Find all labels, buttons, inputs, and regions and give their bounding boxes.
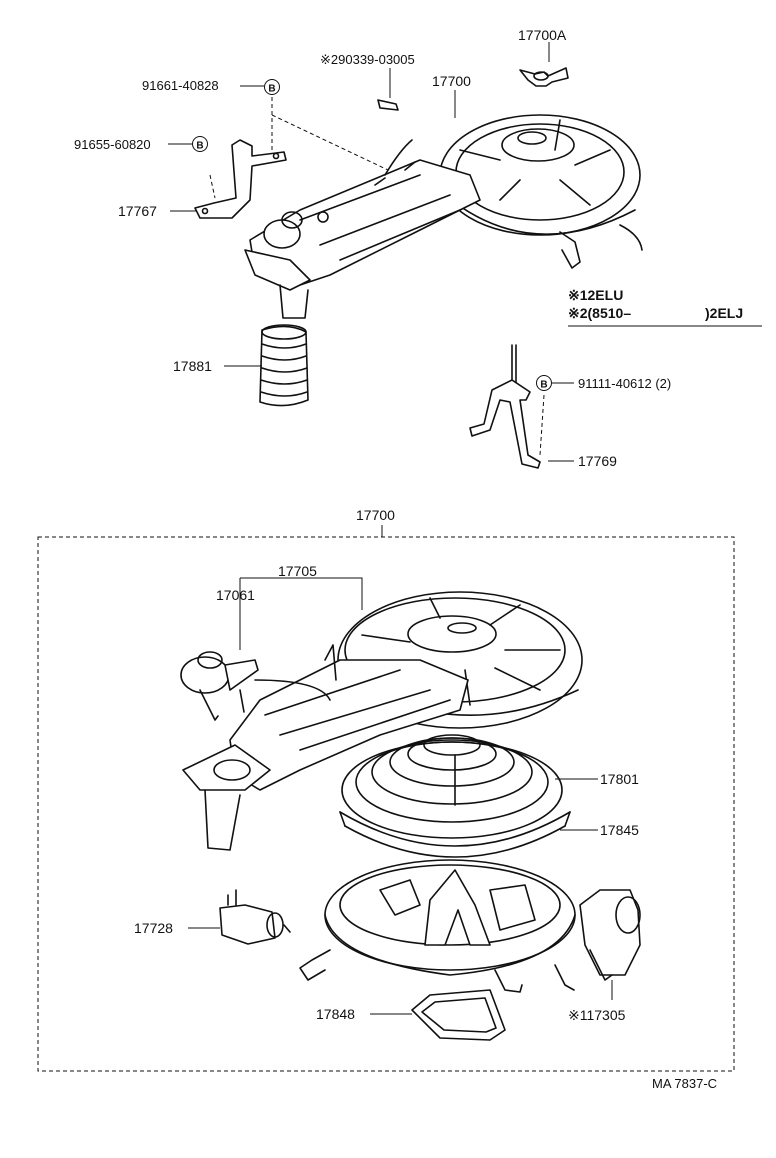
label-17767: 17767 bbox=[118, 203, 157, 219]
label-17848: 17848 bbox=[316, 1006, 355, 1022]
label-17700-box: 17700 bbox=[356, 507, 395, 523]
snorkel-exploded bbox=[182, 659, 469, 851]
label-17801: 17801 bbox=[600, 771, 639, 787]
gasket-17848 bbox=[411, 989, 506, 1041]
label-91655-60820: 91655-60820 bbox=[74, 137, 151, 152]
label-17845: 17845 bbox=[600, 822, 639, 838]
leader-17705 bbox=[240, 577, 363, 610]
applicability-notes: ※12ELU ※2(8510– )2ELJ bbox=[568, 287, 762, 327]
bolt-marker-1: B bbox=[264, 79, 280, 95]
label-17061: 17061 bbox=[216, 587, 255, 603]
svg-text:B: B bbox=[196, 141, 203, 152]
corrugated-hose-17881 bbox=[259, 324, 309, 407]
stud-bolt bbox=[377, 99, 399, 111]
vacuum-motor-17061 bbox=[180, 644, 337, 721]
heat-control-valve-17305 bbox=[579, 889, 641, 981]
label-17881: 17881 bbox=[173, 358, 212, 374]
bracket-17769 bbox=[469, 344, 541, 469]
label-91661-40828: 91661-40828 bbox=[142, 78, 219, 93]
air-cleaner-assembly-top bbox=[244, 114, 643, 319]
dashed-leader-1 bbox=[271, 114, 389, 171]
wing-nut bbox=[519, 67, 569, 87]
label-17728: 17728 bbox=[134, 920, 173, 936]
filter-element-17801 bbox=[341, 734, 563, 839]
svg-text:B: B bbox=[540, 380, 547, 391]
gasket-17845 bbox=[339, 811, 571, 858]
bracket-17767 bbox=[194, 139, 287, 219]
label-17305: ※117305 bbox=[568, 1007, 626, 1023]
vacuum-switch-17728 bbox=[219, 889, 291, 945]
label-17705: 17705 bbox=[278, 563, 317, 579]
note-1: ※12ELU bbox=[568, 287, 623, 303]
bolt-marker-3: B bbox=[536, 375, 552, 391]
diagram-code: MA 7837-C bbox=[652, 1076, 717, 1091]
dashed-leader-3 bbox=[539, 394, 545, 456]
svg-text:B: B bbox=[268, 84, 275, 95]
base-housing bbox=[299, 859, 576, 993]
label-91111-40612: 91111-40612 (2) bbox=[578, 376, 671, 391]
label-90339-03005: ※290339-03005 bbox=[320, 52, 415, 67]
note-2-start: ※2(8510– bbox=[568, 305, 631, 321]
label-17769: 17769 bbox=[578, 453, 617, 469]
assembly-boundary bbox=[37, 536, 735, 1072]
dashed-leader-2 bbox=[209, 174, 216, 199]
bolt-marker-2: B bbox=[192, 136, 208, 152]
label-17700A: 17700A bbox=[518, 27, 567, 43]
note-2-end: )2ELJ bbox=[705, 305, 743, 321]
label-17700-top: 17700 bbox=[432, 73, 471, 89]
